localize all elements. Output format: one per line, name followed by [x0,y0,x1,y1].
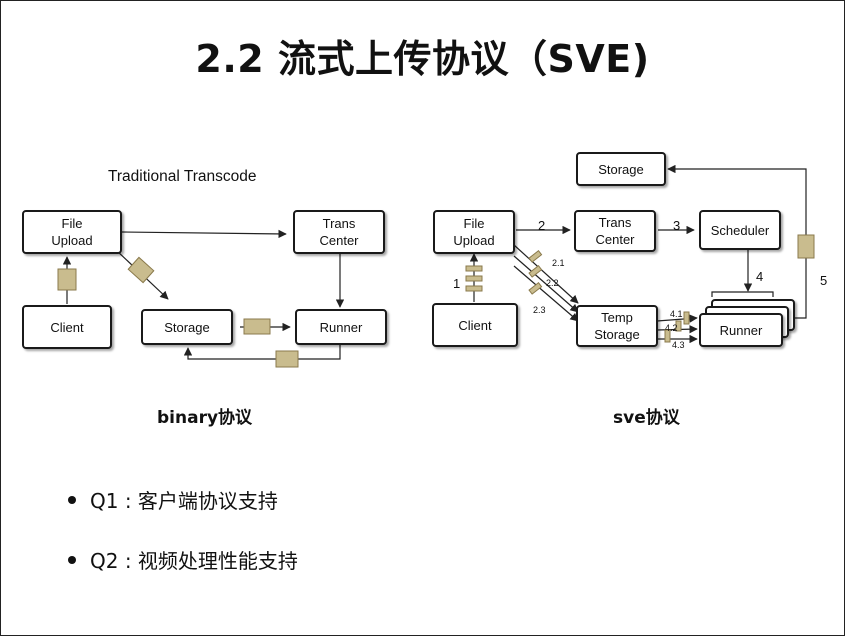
sve-step-label: 1 [453,276,461,291]
sve-trans-center-box: Trans Center [574,210,656,252]
sve-client-box: Client [432,303,518,347]
bullet-item: Q1 : 客户端协议支持 [68,485,278,514]
sve-step-label: 4.2 [665,323,678,333]
packet-icon [528,282,543,295]
bullet-text: Q2 : 视频处理性能支持 [90,549,298,573]
bullet-dot-icon [68,495,76,504]
sve-file-upload-box: File Upload [433,210,515,254]
packet-icon [275,350,299,368]
sve-runner-bracket [711,291,774,297]
binary-trans-center-box: Trans Center [293,210,385,254]
sve-storage-box: Storage [576,152,666,186]
sve-step-label: 2 [538,218,546,233]
sve-runner-box: Runner [699,313,783,347]
packet-icon [797,234,815,259]
sve-step-label: 2.1 [552,258,565,268]
packet-icon [664,329,671,343]
packet-icon [127,256,155,284]
sve-scheduler-box: Scheduler [699,210,781,250]
sve-step-label: 2.3 [533,305,546,315]
packet-icon [528,250,543,263]
binary-client-box: Client [22,305,112,349]
binary-storage-box: Storage [141,309,233,345]
bullet-item: Q2 : 视频处理性能支持 [68,545,298,574]
packet-icon [465,285,483,292]
binary-runner-box: Runner [295,309,387,345]
packet-icon [57,268,77,291]
sve-step-label: 3 [673,218,681,233]
sve-upload-to-temp-arrow-3 [513,265,579,322]
sve-step-label: 2.2 [546,278,559,288]
packet-icon [243,318,271,335]
packet-icon [465,265,483,272]
bullet-dot-icon [68,555,76,564]
sve-step-label: 4 [756,269,764,284]
diagram-subtitle: Traditional Transcode [108,168,257,185]
sve-step-label: 4.1 [670,309,683,319]
sve-upload-to-temp-arrow-2 [513,255,579,313]
binary-file-upload-box: File Upload [22,210,122,254]
sve-temp-to-runner-arrow-1 [656,314,698,323]
packet-icon [528,265,543,278]
sve-caption: sve协议 [613,408,680,428]
binary-upload-to-trans-arrow [121,229,287,239]
bullet-text: Q1 : 客户端协议支持 [90,489,278,513]
binary-runner-loop-arrow [183,344,341,360]
packet-icon [675,320,682,332]
sve-temp-storage-box: Temp Storage [576,305,658,347]
sve-upload-to-temp-arrow-1 [513,244,579,304]
packet-icon [465,275,483,282]
slide-title: 2.2 流式上传协议（SVE) [195,37,650,81]
sve-step-label: 4.3 [672,340,685,350]
binary-caption: binary协议 [157,408,253,428]
packet-icon [683,311,690,325]
sve-step-label: 5 [820,273,828,288]
